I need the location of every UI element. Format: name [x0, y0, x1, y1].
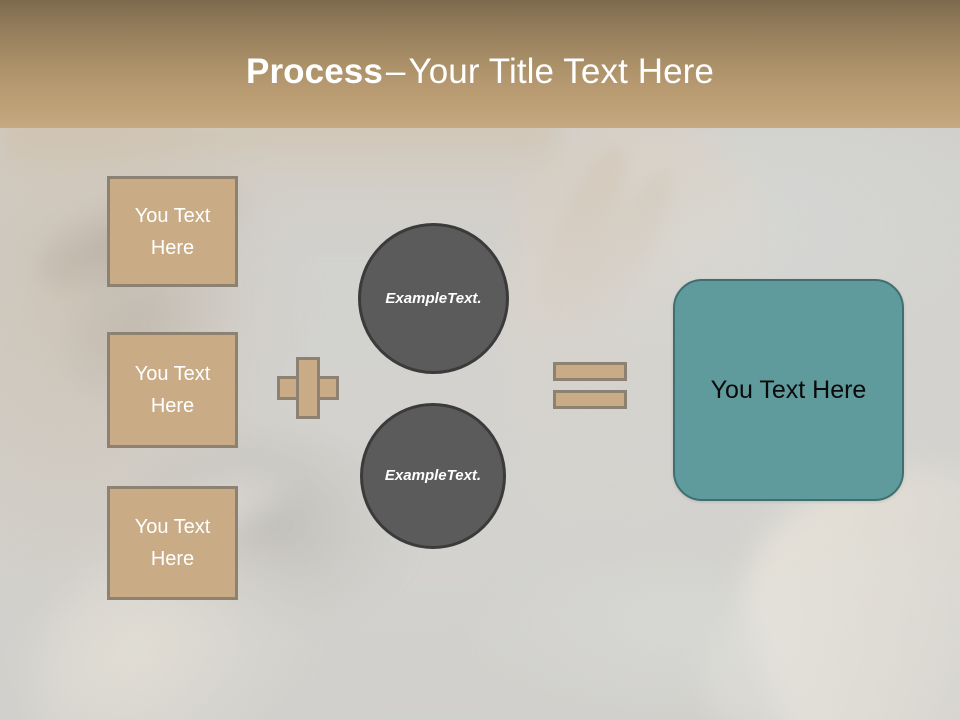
background-finger-shape-2 [558, 160, 688, 350]
plus-icon [277, 357, 339, 419]
result-box-label: You Text Here [710, 376, 867, 404]
page-title-bold: Process [246, 52, 383, 91]
background-shoulder-shape [470, 560, 830, 720]
example-circle-1-label: ExampleText. [385, 289, 482, 307]
example-circle-2-label: ExampleText. [384, 467, 482, 484]
title-banner [0, 0, 960, 128]
background-arm-edge [679, 518, 960, 720]
example-circle-1[interactable]: ExampleText. [358, 223, 509, 374]
result-box[interactable]: You Text Here [673, 279, 904, 501]
page-title-regular: Your Title Text Here [408, 52, 714, 91]
background-finger-shape-1 [514, 137, 644, 353]
equals-icon-bottom-bar [553, 390, 627, 409]
equals-icon [553, 362, 627, 409]
example-circle-2[interactable]: ExampleText. [360, 403, 506, 549]
background-warm-band [0, 120, 560, 250]
equals-icon-top-bar [553, 362, 627, 381]
page-title-dash: – [385, 52, 406, 91]
page-title: Process–Your Title Text Here [0, 50, 960, 94]
plus-icon-center-fill [299, 379, 317, 397]
